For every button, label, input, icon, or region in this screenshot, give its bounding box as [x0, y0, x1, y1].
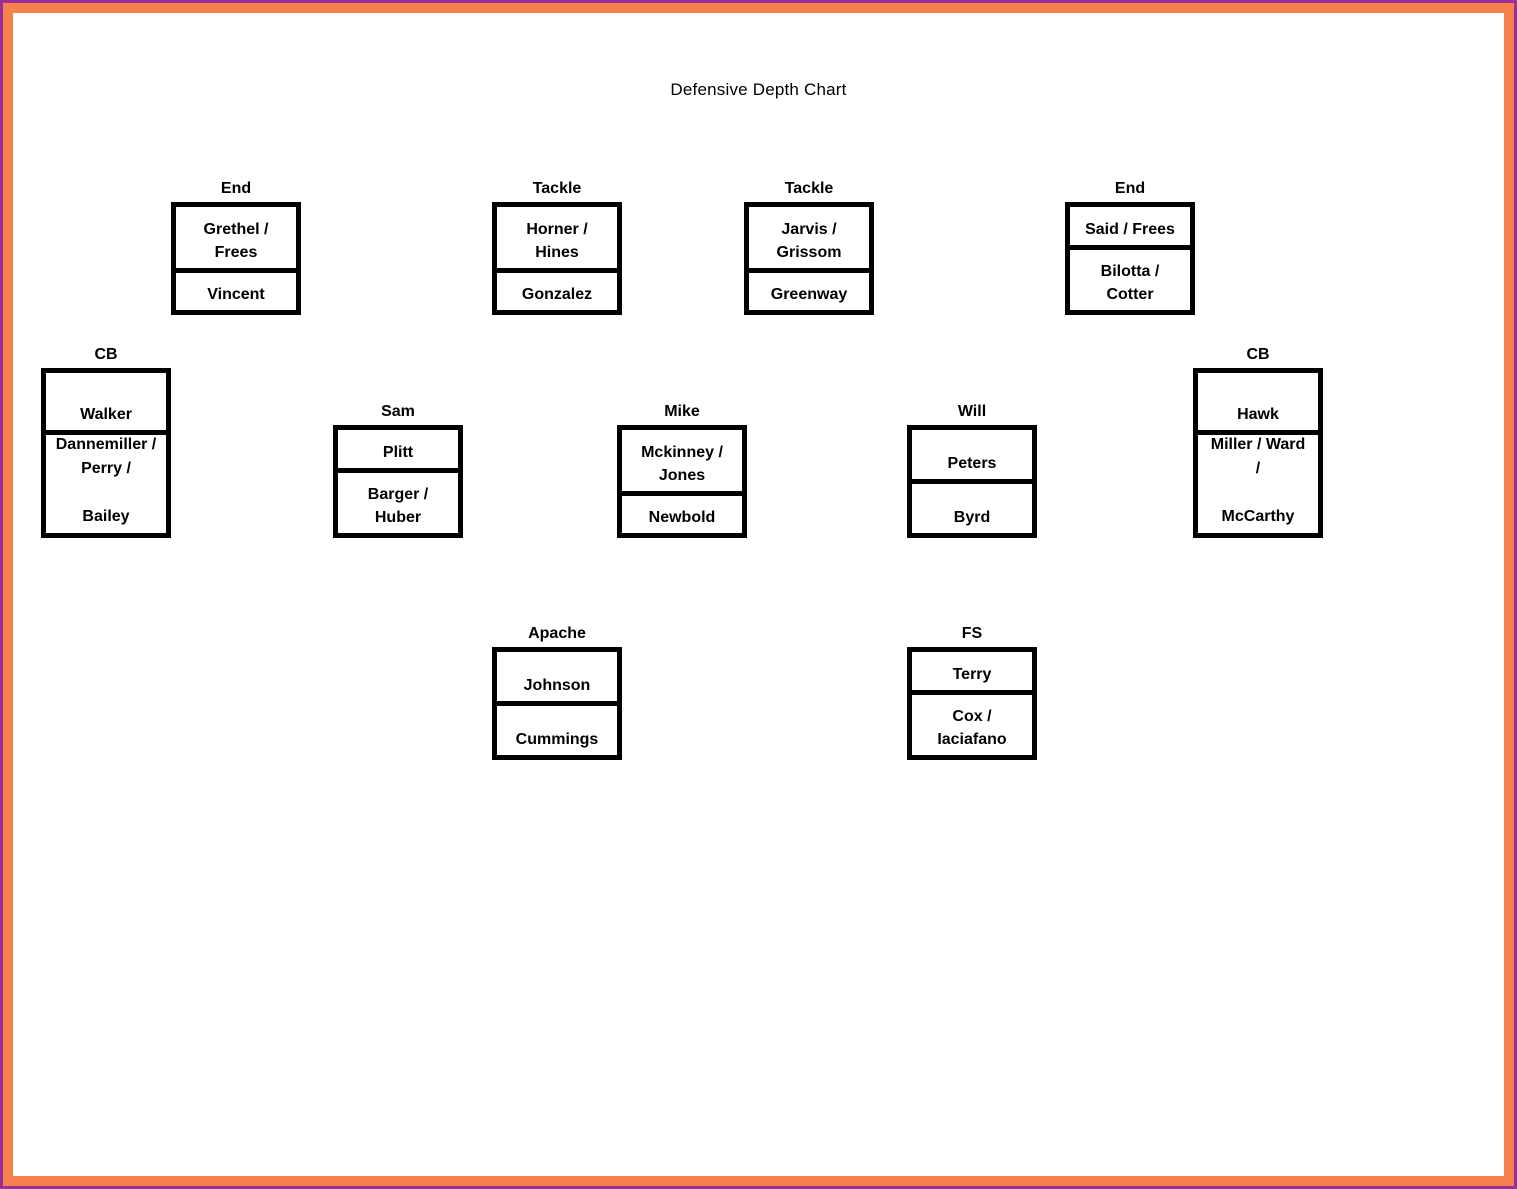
- depth-box: Hawk Miller / Ward / McCarthy: [1193, 368, 1323, 538]
- position-sam: Sam Plitt Barger / Huber: [333, 401, 463, 538]
- position-label: Sam: [381, 403, 415, 420]
- depth-box: Jarvis / Grissom Greenway: [744, 202, 874, 315]
- position-end-right: End Said / Frees Bilotta / Cotter: [1065, 178, 1195, 315]
- depth-box: Mckinney / Jones Newbold: [617, 425, 747, 538]
- position-mike: Mike Mckinney / Jones Newbold: [617, 401, 747, 538]
- backup-cell: Cummings: [497, 701, 617, 755]
- position-fs: FS Terry Cox / Iaciafano: [907, 623, 1037, 760]
- position-label: Mike: [664, 403, 700, 420]
- backup-cell: Miller / Ward / McCarthy: [1198, 430, 1318, 533]
- position-label: End: [1114, 180, 1146, 197]
- position-apache: Apache Johnson Cummings: [492, 623, 622, 760]
- position-cb-left: CB Walker Dannemiller / Perry / Bailey: [41, 344, 171, 538]
- position-label: Will: [957, 403, 987, 420]
- position-will: Will Peters Byrd: [907, 401, 1037, 538]
- position-end-left: End Grethel / Frees Vincent: [171, 178, 301, 315]
- depth-box: Johnson Cummings: [492, 647, 622, 760]
- depth-box: Grethel / Frees Vincent: [171, 202, 301, 315]
- backup-cell: Bilotta / Cotter: [1070, 244, 1190, 311]
- starter-cell: Johnson: [523, 677, 591, 694]
- backup-cell: Barger / Huber: [338, 467, 458, 534]
- backup-cell: Dannemiller / Perry / Bailey: [46, 430, 166, 533]
- starter-cell: Grethel / Frees: [203, 220, 269, 261]
- starter-cell: Plitt: [382, 443, 414, 461]
- depth-box: Walker Dannemiller / Perry / Bailey: [41, 368, 171, 538]
- backup-cell: Gonzalez: [497, 267, 617, 311]
- starter-cell: Horner / Hines: [526, 220, 588, 261]
- starter-cell: Said / Frees: [1085, 220, 1175, 238]
- backup-cell: Vincent: [176, 267, 296, 311]
- position-label: End: [220, 180, 252, 197]
- starter-cell: Terry: [952, 665, 992, 683]
- starter-cell: Hawk: [1237, 406, 1279, 423]
- starter-cell: Peters: [947, 455, 997, 472]
- position-tackle-right: Tackle Jarvis / Grissom Greenway: [744, 178, 874, 315]
- position-label: Tackle: [532, 180, 582, 197]
- starter-cell: Walker: [80, 406, 132, 423]
- depth-box: Peters Byrd: [907, 425, 1037, 538]
- position-tackle-left: Tackle Horner / Hines Gonzalez: [492, 178, 622, 315]
- backup-cell: Cox / Iaciafano: [912, 689, 1032, 756]
- page-title: Defensive Depth Chart: [670, 80, 847, 99]
- backup-cell: Byrd: [912, 479, 1032, 533]
- starter-cell: Jarvis / Grissom: [776, 220, 842, 261]
- backup-cell: Newbold: [622, 490, 742, 534]
- position-label: FS: [961, 625, 983, 642]
- position-label: CB: [1246, 346, 1270, 363]
- starter-cell: Mckinney / Jones: [641, 443, 723, 484]
- depth-box: Terry Cox / Iaciafano: [907, 647, 1037, 760]
- backup-cell: Greenway: [749, 267, 869, 311]
- position-label: Apache: [528, 625, 586, 642]
- position-label: Tackle: [784, 180, 834, 197]
- depth-box: Horner / Hines Gonzalez: [492, 202, 622, 315]
- depth-box: Said / Frees Bilotta / Cotter: [1065, 202, 1195, 315]
- position-cb-right: CB Hawk Miller / Ward / McCarthy: [1193, 344, 1323, 538]
- position-label: CB: [94, 346, 118, 363]
- depth-box: Plitt Barger / Huber: [333, 425, 463, 538]
